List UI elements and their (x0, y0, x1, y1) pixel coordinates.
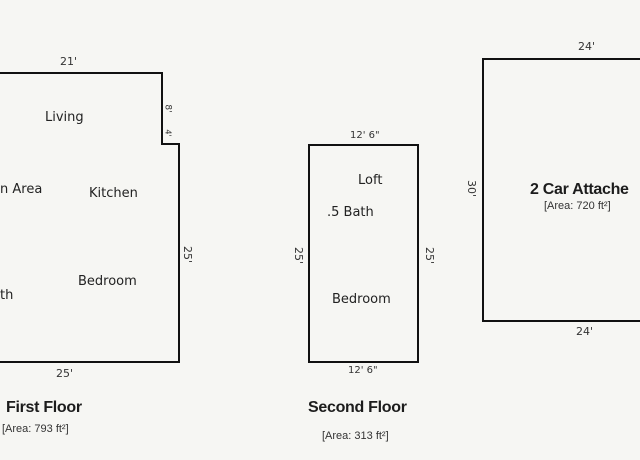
first-floor-dim-bottom: 25' (56, 367, 74, 380)
second-floor-dim-bottom: 12' 6" (348, 365, 378, 376)
first-floor-dim-notch-small: 4' (163, 129, 173, 137)
garage-title: 2 Car Attache (530, 181, 629, 198)
garage-dim-bottom: 24' (576, 325, 594, 338)
first-floor-outline (0, 72, 180, 363)
second-floor-dim-left: 25' (292, 246, 306, 265)
room-bedroom-second: Bedroom (332, 292, 391, 307)
first-floor-dim-right: 25' (181, 245, 195, 264)
room-living: Living (45, 110, 84, 125)
second-floor-dim-top: 12' 6" (350, 130, 380, 141)
first-floor-dim-notch: 8' (162, 104, 173, 113)
room-bedroom-first: Bedroom (78, 274, 137, 289)
first-floor-area: [Area: 793 ft²] (2, 423, 69, 435)
first-floor-dim-top: 21' (60, 55, 78, 68)
first-floor-title: First Floor (6, 399, 82, 416)
second-floor-outline (308, 144, 419, 363)
second-floor-dim-right: 25' (423, 246, 437, 265)
garage-outline (482, 58, 640, 322)
garage-dim-top: 24' (578, 40, 596, 53)
second-floor-area: [Area: 313 ft²] (322, 430, 389, 442)
room-loft: Loft (358, 173, 383, 188)
room-kitchen: Kitchen (89, 186, 138, 201)
room-half-bath: .5 Bath (327, 205, 374, 220)
room-dining: n Area (0, 182, 43, 197)
room-bath-first: th (0, 288, 14, 303)
garage-area: [Area: 720 ft²] (544, 200, 611, 212)
second-floor-title: Second Floor (308, 399, 407, 416)
garage-dim-left: 30' (465, 179, 479, 198)
